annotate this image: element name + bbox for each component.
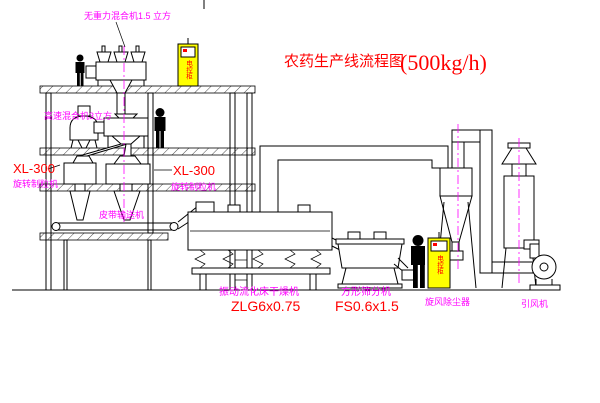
pulley-icon — [169, 222, 179, 231]
fan-base — [529, 284, 561, 291]
gravity-free-mixer — [85, 45, 147, 115]
control-cabinet-top: 电控柜 — [177, 38, 199, 87]
sieve-base — [337, 283, 403, 289]
label-granulator-left-name: 旋转制粒机 — [13, 178, 58, 189]
leader-lines — [47, 21, 172, 171]
top-port — [347, 231, 361, 240]
square-sieve — [335, 231, 415, 289]
label-sieve-model: FS0.6x1.5 — [335, 298, 399, 314]
centerlines — [123, 46, 520, 286]
sieve-body — [337, 243, 403, 269]
mixer-motor — [85, 65, 97, 79]
indicator-lamp-icon — [183, 49, 187, 52]
cabinet-panel — [430, 240, 448, 252]
spring-icon — [284, 249, 296, 269]
collection-bin — [401, 269, 415, 281]
induced-draft-fan — [523, 239, 561, 291]
cabinet-label: 电控柜 — [436, 254, 444, 276]
secondary-mixer — [78, 113, 149, 157]
feed-port — [195, 201, 215, 213]
high-speed-mixer — [69, 105, 99, 149]
floor-slab-2 — [39, 147, 256, 156]
granulator-left — [63, 155, 97, 221]
label-granulator-left-model: XL-300 — [13, 161, 55, 176]
discharge-cone — [113, 190, 141, 221]
discharge-cone — [69, 190, 91, 221]
cyclone-separator — [435, 167, 477, 289]
sieve-rim — [335, 238, 405, 245]
label-cyclone: 旋风除尘器 — [425, 296, 470, 307]
dryer-base — [191, 267, 331, 275]
spring-icon — [194, 249, 206, 269]
floor-slab-4 — [39, 232, 169, 241]
discharge-spout — [397, 257, 409, 269]
outlet-piping — [451, 129, 534, 274]
label-dryer-name: 振动流化床干燥机 — [219, 285, 299, 298]
control-cabinet-right: 电控柜 — [427, 232, 451, 289]
granulator-center — [105, 155, 151, 221]
y-chute-right — [123, 143, 132, 157]
slab-support-left — [63, 239, 68, 291]
floor-slab-top — [39, 85, 256, 94]
fan-hub-icon — [539, 262, 549, 272]
worker-figure-ground — [411, 235, 425, 288]
cabinet-panel — [180, 46, 196, 58]
down-duct — [479, 129, 493, 274]
label-granulator-center-model: XL-300 — [173, 163, 215, 178]
top-port — [373, 231, 387, 240]
top-port — [297, 204, 311, 213]
label-gravity-free-mixer: 无重力混合机1.5 立方 — [84, 10, 171, 21]
exhaust-duct — [259, 145, 449, 213]
label-dryer-model: ZLG6x0.75 — [231, 298, 300, 314]
cyclone-cone — [439, 195, 473, 243]
worker-figure-mid — [154, 108, 166, 148]
floor-slab-3 — [39, 183, 256, 192]
discharge-cone — [110, 135, 142, 145]
fan-inlet-duct — [491, 261, 534, 274]
label-sieve-name: 方形筛分机 — [341, 285, 391, 298]
cabinet-label: 电控柜 — [185, 59, 193, 81]
building-structure — [39, 85, 256, 291]
label-granulator-center-name: 旋转制粒机 — [171, 181, 216, 192]
label-high-speed-mixer: 高速混合机3立方 — [44, 110, 112, 121]
spring-icon — [252, 249, 264, 269]
label-belt-conveyor: 皮带输送机 — [99, 209, 144, 220]
label-fan: 引风机 — [521, 298, 548, 309]
diagram-title: 农药生产线流程图 — [284, 53, 404, 70]
indicator-lamp-icon — [433, 243, 437, 246]
slab-support-right — [147, 239, 152, 291]
spring-icon — [310, 249, 322, 269]
pulley-icon — [51, 222, 61, 231]
top-port — [227, 204, 241, 213]
fluid-bed-dryer — [187, 201, 349, 291]
worker-figure-top — [75, 54, 85, 86]
mixer-motor — [93, 121, 105, 134]
diagram-title-capacity: (500kg/h) — [400, 50, 487, 75]
spring-icon — [222, 249, 234, 269]
cyclone-barrel — [439, 167, 473, 197]
